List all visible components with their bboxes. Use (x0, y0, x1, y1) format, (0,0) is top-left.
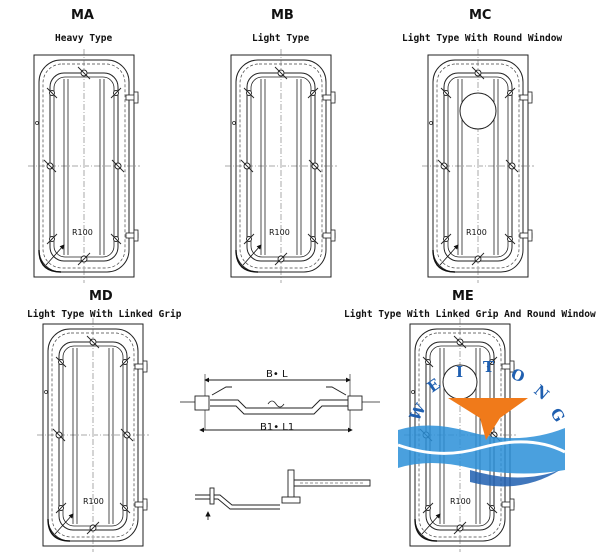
dimension-b-l: B• L (266, 369, 288, 380)
door-drawing-mb: R100 (225, 49, 337, 283)
radius-label-me: R100 (450, 497, 471, 506)
door-title-md: Light Type With Linked Grip (27, 309, 182, 320)
watermark-letter-o: O (509, 365, 527, 386)
section-detail (195, 469, 371, 520)
radius-label-mc: R100 (466, 228, 487, 237)
radius-label-md: R100 (83, 497, 104, 506)
door-code-ma: MA (71, 8, 94, 23)
dimension-b1-l1: B1• L1 (260, 422, 294, 433)
weitong-watermark-logo: W E I T O N G (397, 358, 569, 487)
watermark-letter-w: W (405, 399, 430, 424)
watermark-letter-g: G (547, 405, 569, 425)
radius-label-mb: R100 (269, 228, 290, 237)
door-code-mc: MC (469, 8, 492, 23)
linked-grip-detail: B• L B1• L1 (180, 369, 380, 433)
watermark-letter-t: T (483, 358, 495, 376)
door-code-md: MD (89, 289, 113, 304)
door-code-mb: MB (271, 8, 294, 23)
door-title-ma: Heavy Type (55, 33, 113, 44)
watermark-letter-e: E (424, 375, 444, 396)
watermark-letter-i: I (456, 363, 463, 381)
radius-label-ma: R100 (72, 228, 93, 237)
watermark-letter-n: N (530, 381, 552, 404)
door-title-mb: Light Type (252, 33, 310, 44)
door-title-me: Light Type With Linked Grip And Round Wi… (344, 309, 596, 320)
door-drawing-ma: R100 (28, 49, 140, 283)
door-drawing-md: R100 (37, 318, 149, 552)
door-code-me: ME (452, 289, 474, 304)
door-title-mc: Light Type With Round Window (402, 33, 563, 44)
door-drawing-mc: R100 (422, 49, 534, 283)
round-window-mc (459, 92, 497, 130)
